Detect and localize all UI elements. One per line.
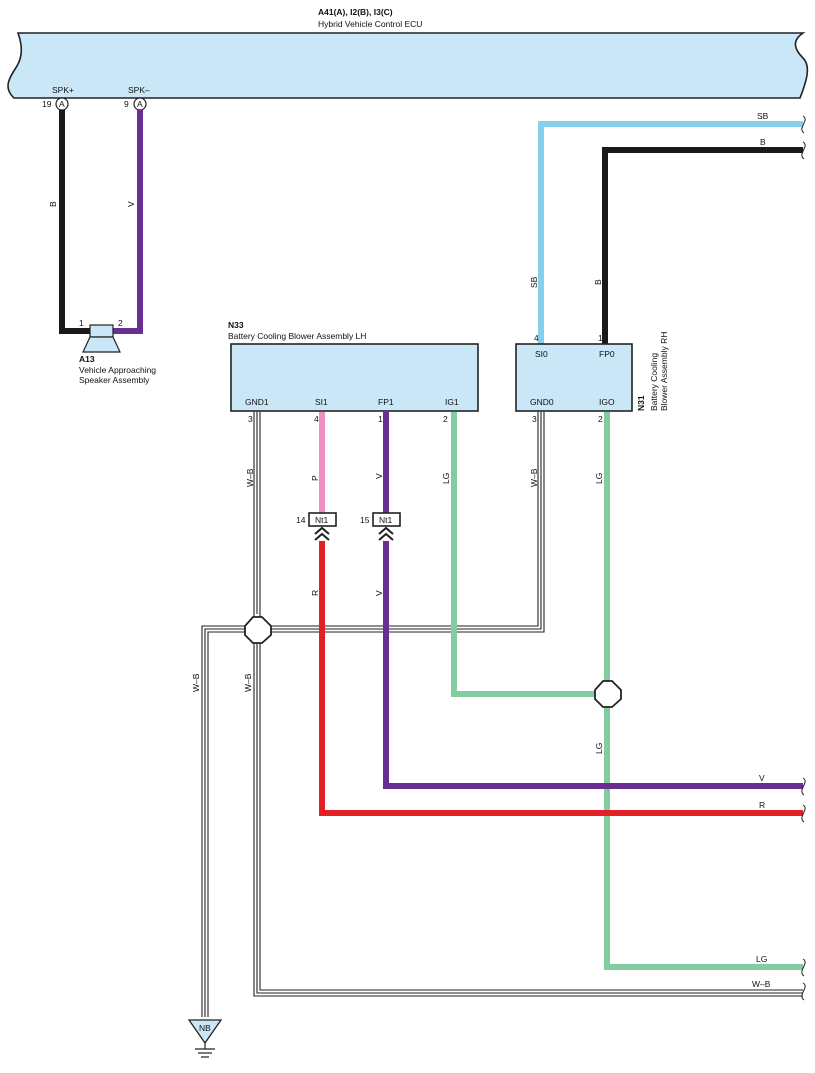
wire-label-out-v: V: [759, 773, 765, 783]
blower-lh-pin-fp1: FP1: [378, 397, 394, 407]
blower-lh-num-3: 3: [248, 414, 253, 424]
wire-label-out-lg: LG: [756, 954, 767, 964]
wire-label-ig1: LG: [441, 473, 451, 484]
ecu-name: Hybrid Vehicle Control ECU: [318, 19, 422, 29]
wire-label-fp1-lower: V: [374, 590, 384, 596]
ground-triangle: [187, 1019, 223, 1045]
wire-label-ground-mid: W–B: [243, 673, 253, 692]
junction-lg: [594, 680, 622, 708]
ground-bundle: [201, 412, 806, 1017]
wire-label-igo-lower: LG: [594, 743, 604, 754]
wire-spk-plus-b: [59, 110, 90, 334]
connector-label-14: Nt1: [315, 515, 329, 525]
wire-label-sb-top: SB: [757, 111, 769, 121]
wire-label-b-vert: B: [593, 279, 603, 285]
speaker-wires: B V: [48, 110, 143, 334]
blower-lh-num-2: 2: [443, 414, 448, 424]
speaker-code: A13: [79, 354, 95, 364]
blower-rh-code: N31: [636, 395, 646, 411]
blower-lh-pin-ig1: IG1: [445, 397, 459, 407]
wire-label-out-r: R: [759, 800, 765, 810]
wire-label-sb-vert: SB: [529, 276, 539, 288]
speaker-magnet: [89, 324, 114, 338]
ecu-body: [7, 32, 809, 99]
ecu-pin-label-spk-plus: SPK+: [52, 85, 74, 95]
speaker-pin-2: 2: [118, 318, 123, 328]
blower-rh-num-3: 3: [532, 414, 537, 424]
wire-sb: [538, 121, 803, 344]
connector-num-15: 15: [360, 515, 370, 525]
blower-lh-num-1: 1: [378, 414, 383, 424]
wire-label-igo: LG: [594, 473, 604, 484]
rh-feed-wires: SB B SB B: [529, 111, 806, 344]
connector-box-14: [308, 512, 337, 527]
blower-lh-code: N33: [228, 320, 244, 330]
blower-rh-pin-fp0: FP0: [599, 349, 615, 359]
ground-label: NB: [199, 1023, 211, 1033]
wire-label-b-top: B: [760, 137, 766, 147]
wire-ig1-lg: [451, 412, 594, 697]
signal-wires: P V R V V R: [310, 412, 806, 823]
wire-spk-minus-v: [113, 110, 143, 334]
blower-lh-name: Battery Cooling Blower Assembly LH: [228, 331, 366, 341]
ecu-code: A41(A), I2(B), I3(C): [318, 7, 393, 17]
wire-label-spk-plus: B: [48, 201, 58, 207]
speaker-name-line1: Vehicle Approaching: [79, 365, 156, 375]
blower-lh-pin-gnd1: GND1: [245, 397, 269, 407]
wire-label-out-wb: W–B: [752, 979, 771, 989]
connector-chevron-icon: [378, 526, 394, 541]
blower-rh-name-line1: Battery Cooling: [649, 353, 659, 411]
blower-rh-pin-si0: SI0: [535, 349, 548, 359]
blower-lh: N33 Battery Cooling Blower Assembly LH G…: [228, 320, 479, 424]
wire-fp1-v-lower: [383, 541, 803, 789]
wire-label-gnd0: W–B: [529, 468, 539, 487]
speaker-name-line2: Speaker Assembly: [79, 375, 150, 385]
ecu-pin-num-9: 9: [124, 99, 129, 109]
connector-14: Nt1 14: [296, 512, 337, 541]
wire-lg-out: [604, 707, 803, 970]
blower-rh-pin-igo: IGO: [599, 397, 615, 407]
ecu-connector-letter-19: A: [59, 99, 65, 109]
blower-rh-name-line2: Blower Assembly RH: [659, 332, 669, 411]
speaker-cone-icon: [82, 336, 121, 353]
ecu: A41(A), I2(B), I3(C) Hybrid Vehicle Cont…: [7, 7, 809, 111]
blower-lh-box: [230, 343, 479, 412]
wire-label-spk-minus: V: [126, 201, 136, 207]
speaker-pin-1: 1: [79, 318, 84, 328]
ecu-pin-label-spk-minus: SPK–: [128, 85, 150, 95]
speaker-assembly: 1 2 A13 Vehicle Approaching Speaker Asse…: [79, 318, 156, 385]
wire-break-b: [801, 141, 806, 160]
wire-break-sb: [801, 115, 806, 134]
blower-rh-box: [515, 343, 633, 412]
blower-lh-num-4: 4: [314, 414, 319, 424]
connector-box-15: [372, 512, 401, 527]
ground-point: NB: [187, 1019, 223, 1058]
blower-rh-num-2: 2: [598, 414, 603, 424]
ecu-pin-num-19: 19: [42, 99, 52, 109]
wire-label-ground-left: W–B: [191, 673, 201, 692]
wire-label-si1-lower: R: [310, 590, 320, 596]
connector-15: Nt1 15: [360, 512, 401, 541]
wire-label-fp1: V: [374, 473, 384, 479]
blower-rh-pin-gnd0: GND0: [530, 397, 554, 407]
connector-chevron-icon: [314, 526, 330, 541]
wire-label-si1: P: [310, 475, 320, 481]
connector-num-14: 14: [296, 515, 306, 525]
blower-rh: 4 1 SI0 FP0 GND0 IGO 3 2 N31 Battery Coo…: [515, 332, 669, 424]
wire-label-gnd1: W–B: [245, 468, 255, 487]
wire-b: [602, 147, 803, 344]
wire-si1-r: [319, 541, 803, 816]
connector-label-15: Nt1: [379, 515, 393, 525]
lg-wires: LG LG LG LG: [441, 412, 806, 977]
blower-rh-num-4: 4: [534, 333, 539, 343]
ecu-connector-letter-9: A: [137, 99, 143, 109]
junction-wb: [244, 616, 272, 644]
blower-lh-pin-si1: SI1: [315, 397, 328, 407]
blower-rh-num-1: 1: [598, 333, 603, 343]
